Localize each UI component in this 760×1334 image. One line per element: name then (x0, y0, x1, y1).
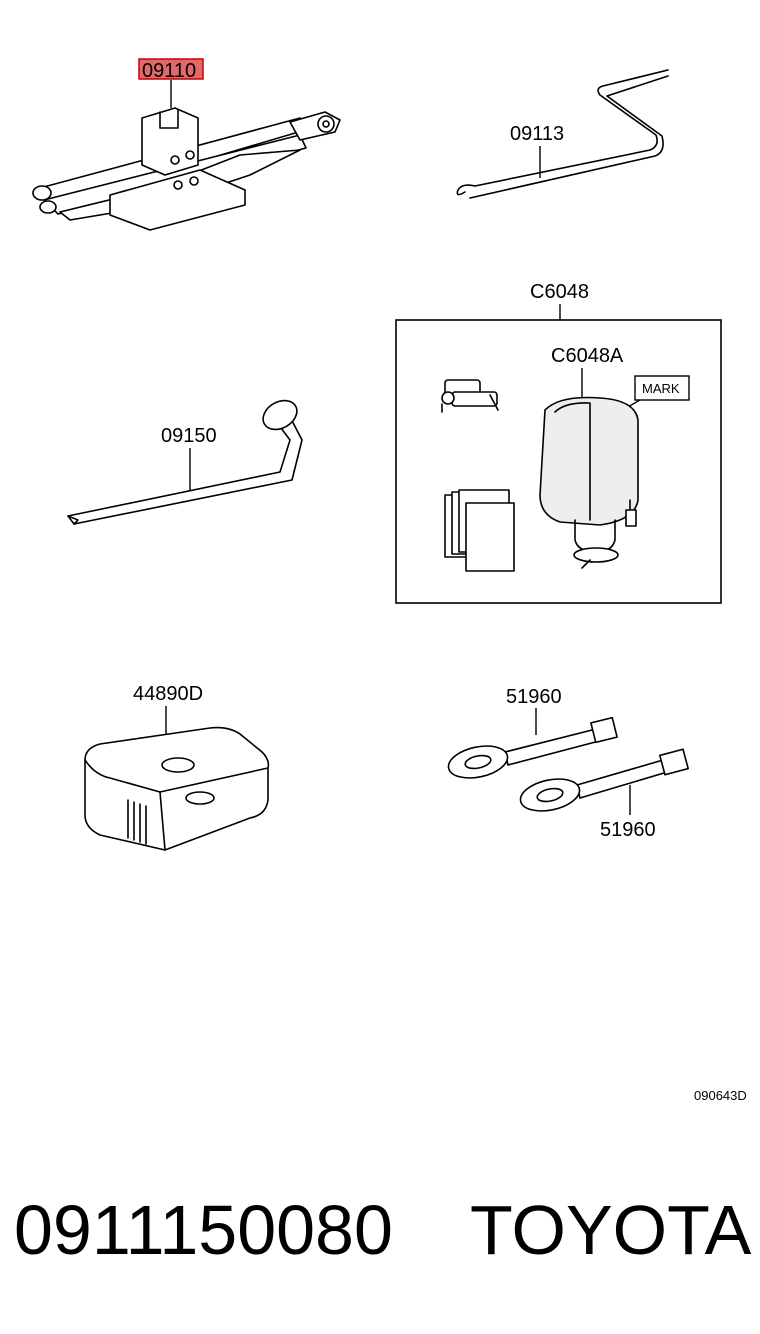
kit-frame (395, 319, 722, 604)
brand-name: TOYOTA (470, 1191, 752, 1269)
sealant-bottle (539, 396, 639, 569)
label-c6048a: C6048A (551, 345, 624, 367)
mark-box (634, 375, 690, 401)
label-44890d: 44890D (133, 683, 203, 705)
label-09110: 09110 (142, 60, 196, 82)
seal-sheets (444, 489, 515, 572)
label-51960-lower: 51960 (600, 819, 656, 841)
highlight-box (138, 58, 204, 80)
label-mark: MARK (642, 381, 680, 396)
footer: 0911150080 TOYOTA (0, 1190, 760, 1280)
drawing-code: 090643D (694, 1088, 747, 1103)
scissor-jack[interactable]: 09110 (32, 58, 341, 231)
label-c6048: C6048 (530, 281, 589, 303)
jack-handle[interactable]: 09113 (456, 69, 669, 199)
label-09113: 09113 (510, 123, 564, 145)
repair-kit[interactable]: C6048 C6048A MARK (395, 281, 722, 604)
part-number: 0911150080 (14, 1191, 393, 1269)
tool-tray[interactable]: 44890D (84, 683, 270, 851)
lug-wrench[interactable]: 09150 (67, 395, 303, 525)
valve-tool (441, 379, 499, 413)
towing-hook-lower[interactable]: 51960 (518, 748, 689, 841)
label-51960-upper: 51960 (506, 686, 562, 708)
towing-hook-upper[interactable]: 51960 (446, 686, 618, 783)
label-09150: 09150 (161, 425, 217, 447)
